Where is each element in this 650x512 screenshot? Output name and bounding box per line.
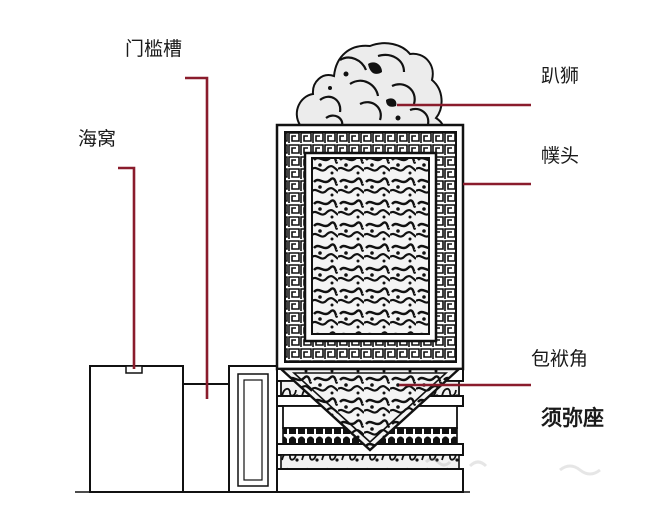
leader-lines [118, 76, 531, 399]
haiwo-block [89, 365, 184, 493]
baofujiao-triangle [277, 367, 463, 452]
label-haiwo: 海窝 [78, 128, 117, 150]
label-xumizuo: 须弥座 [541, 406, 604, 430]
crouching-lion [295, 42, 444, 129]
label-putou: 幞头 [541, 145, 580, 167]
watermark [424, 457, 601, 476]
leader-haiwo [118, 166, 136, 369]
menkancao-block [182, 383, 230, 493]
label-menkancao: 门槛槽 [125, 38, 183, 60]
carved-panel [311, 157, 430, 335]
side-pier-panel [243, 379, 263, 481]
label-baofujiao: 包袱角 [531, 348, 589, 370]
leader-menkancao [185, 76, 209, 399]
label-pashi: 趴狮 [541, 65, 580, 87]
